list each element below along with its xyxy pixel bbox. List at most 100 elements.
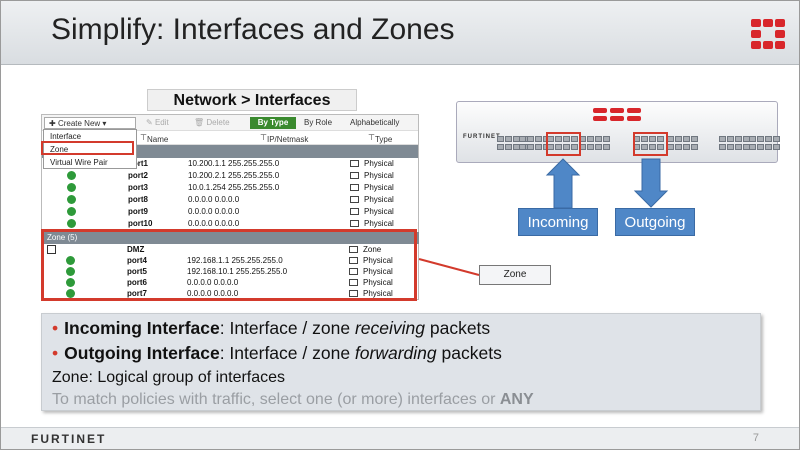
alphabetically-button[interactable]: Alphabetically bbox=[350, 118, 400, 127]
ethernet-port-icon bbox=[773, 136, 780, 142]
ethernet-port-icon bbox=[691, 144, 698, 150]
ethernet-port-icon bbox=[527, 136, 534, 142]
row-ip: 0.0.0.0 0.0.0.0 bbox=[188, 219, 240, 228]
delete-button[interactable]: 🗑 Delete bbox=[194, 117, 230, 129]
edit-icon: ✎ bbox=[146, 118, 155, 127]
ethernet-port-icon bbox=[535, 136, 542, 142]
row-name: port5 bbox=[127, 267, 147, 276]
column-headers: ⊤ Name ⊤ IP/Netmask ⊤ Type bbox=[42, 131, 418, 145]
row-name: port6 bbox=[127, 278, 147, 287]
bullet-outgoing-em: forwarding bbox=[354, 343, 437, 363]
row-name: port4 bbox=[127, 256, 147, 265]
row-ip: 192.168.1.1 255.255.255.0 bbox=[187, 256, 283, 265]
page-number: 7 bbox=[752, 432, 759, 444]
row-type: Physical bbox=[364, 219, 394, 228]
physical-port-icon bbox=[349, 257, 358, 264]
row-ip: 0.0.0.0 0.0.0.0 bbox=[187, 278, 239, 287]
ethernet-port-icon bbox=[691, 136, 698, 142]
status-up-icon bbox=[67, 219, 76, 228]
ethernet-port-icon bbox=[505, 144, 512, 150]
column-ip-label: IP/Netmask bbox=[266, 135, 309, 144]
outgoing-arrow-icon bbox=[633, 158, 669, 208]
ethernet-port-icon bbox=[727, 144, 734, 150]
ethernet-port-icon bbox=[765, 136, 772, 142]
column-type[interactable]: ⊤ Type bbox=[368, 133, 393, 144]
ethernet-port-icon bbox=[683, 144, 690, 150]
ethernet-port-icon bbox=[667, 136, 674, 142]
physical-port-icon bbox=[349, 268, 358, 275]
by-role-button[interactable]: By Role bbox=[304, 118, 333, 127]
zone-group-bar[interactable]: Zone (5) bbox=[41, 232, 419, 244]
ethernet-port-icon bbox=[757, 144, 764, 150]
edit-label: Edit bbox=[154, 118, 169, 127]
status-up-icon bbox=[66, 256, 75, 265]
physical-port-icon bbox=[349, 290, 358, 297]
policy-note: To match policies with traffic, select o… bbox=[52, 391, 534, 409]
device-brand: FURTINET bbox=[463, 134, 501, 140]
ethernet-port-icon bbox=[603, 144, 610, 150]
bullet-outgoing-bold: Outgoing Interface bbox=[64, 343, 220, 363]
row-name: port2 bbox=[128, 171, 148, 180]
chevron-down-icon: ▾ bbox=[100, 119, 107, 128]
ethernet-port-icon bbox=[667, 144, 674, 150]
ethernet-port-icon bbox=[595, 136, 602, 142]
ethernet-port-icon bbox=[675, 144, 682, 150]
physical-port-icon bbox=[350, 196, 359, 203]
row-type: Physical bbox=[364, 207, 394, 216]
row-name: port3 bbox=[128, 183, 148, 192]
ethernet-port-icon bbox=[571, 136, 578, 142]
ethernet-port-icon bbox=[657, 144, 664, 150]
zone-highlight-box bbox=[41, 141, 134, 155]
ethernet-port-icon bbox=[649, 136, 656, 142]
delete-label: Delete bbox=[206, 118, 230, 127]
dropdown-item-virtual-wire-pair[interactable]: Virtual Wire Pair bbox=[50, 158, 108, 167]
row-ip: 0.0.0.0 0.0.0.0 bbox=[188, 207, 240, 216]
ethernet-port-icon bbox=[719, 136, 726, 142]
outgoing-ports-highlight bbox=[633, 132, 668, 156]
ethernet-port-icon bbox=[757, 136, 764, 142]
create-new-button[interactable]: ✚ Create New ▾ bbox=[44, 117, 136, 129]
status-up-icon bbox=[67, 171, 76, 180]
interfaces-table: ✚ Create New ▾ ✎ Edit 🗑 Delete By Type B… bbox=[41, 114, 419, 300]
status-up-icon bbox=[67, 183, 76, 192]
ethernet-port-icon bbox=[497, 136, 504, 142]
dropdown-item-interface[interactable]: Interface bbox=[50, 132, 82, 141]
bullet-incoming-text: : Interface / zone bbox=[219, 318, 355, 338]
bullet-incoming-bold: Incoming Interface bbox=[64, 318, 220, 338]
column-name[interactable]: ⊤ Name bbox=[140, 133, 169, 144]
by-type-button[interactable]: By Type bbox=[250, 117, 296, 129]
trash-icon: 🗑 bbox=[194, 118, 207, 127]
row-ip: 10.200.2.1 255.255.255.0 bbox=[188, 171, 280, 180]
physical-port-icon bbox=[350, 220, 359, 227]
row-ip: 192.168.10.1 255.255.255.0 bbox=[187, 267, 288, 276]
physical-port-icon bbox=[350, 208, 359, 215]
bullet-outgoing-tail: packets bbox=[436, 343, 502, 363]
edit-button[interactable]: ✎ Edit bbox=[146, 117, 169, 129]
ethernet-port-icon bbox=[505, 136, 512, 142]
bullet-incoming: •Incoming Interface: Interface / zone re… bbox=[52, 318, 491, 338]
slide-footer: FURTINET 7 bbox=[1, 427, 799, 449]
table-toolbar: ✚ Create New ▾ ✎ Edit 🗑 Delete By Type B… bbox=[42, 115, 418, 131]
ethernet-port-icon bbox=[563, 144, 570, 150]
status-up-icon bbox=[67, 195, 76, 204]
dropdown-item-zone[interactable]: Zone bbox=[50, 145, 69, 154]
device-logo-icon bbox=[593, 108, 641, 122]
ethernet-port-icon bbox=[749, 144, 756, 150]
bullet-list: •Incoming Interface: Interface / zone re… bbox=[41, 313, 761, 411]
ethernet-port-icon bbox=[641, 136, 648, 142]
row-type: Zone bbox=[363, 245, 382, 254]
column-ip[interactable]: ⊤ IP/Netmask bbox=[260, 133, 309, 144]
ethernet-port-icon bbox=[571, 144, 578, 150]
zone-callout: Zone bbox=[479, 265, 551, 285]
status-up-icon bbox=[66, 289, 75, 298]
